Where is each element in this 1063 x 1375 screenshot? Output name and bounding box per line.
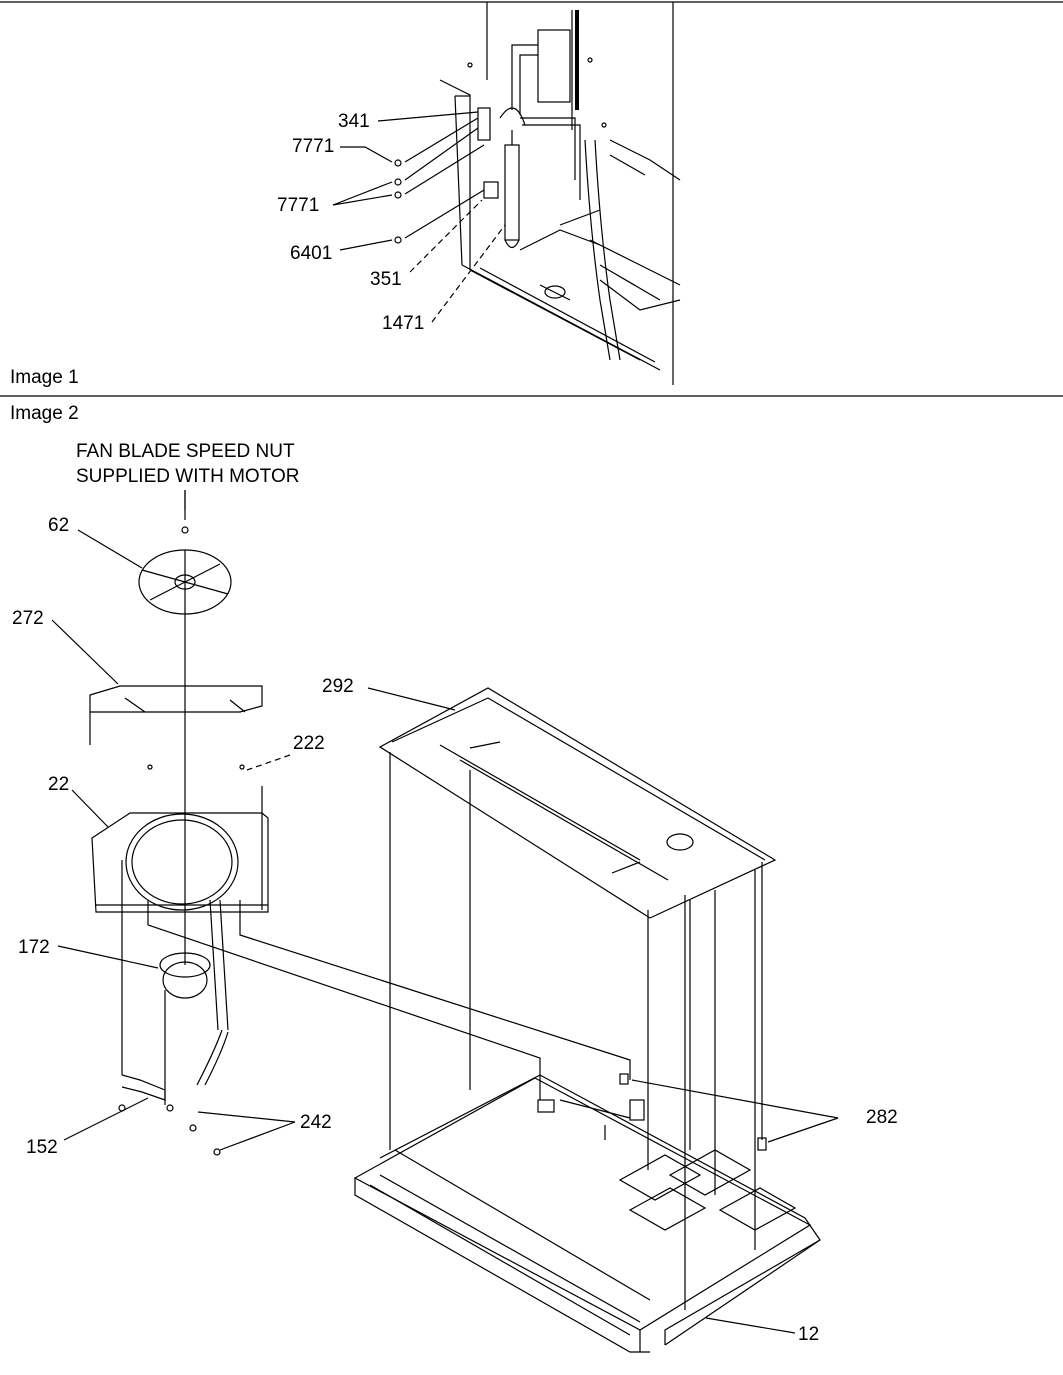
callout-272: 272 [12,608,44,629]
callout-282: 282 [866,1107,898,1128]
image2-caption: Image 2 [10,403,79,424]
callout-1471: 1471 [382,313,425,334]
callout-7771-top: 7771 [292,136,335,157]
callout-292: 292 [322,676,354,697]
callout-172: 172 [18,937,50,958]
callout-22: 22 [48,774,70,795]
image1-drawing [0,1,1063,397]
callout-62: 62 [48,515,70,536]
callout-12: 12 [798,1324,820,1345]
image1-caption: Image 1 [10,367,79,388]
callout-152: 152 [26,1137,58,1158]
callout-7771-pair: 7771 [277,195,320,216]
image2-drawing [51,490,839,1353]
speed-nut-note-line1: FAN BLADE SPEED NUT [76,441,295,462]
callout-351: 351 [370,269,402,290]
speed-nut-note-line2: SUPPLIED WITH MOTOR [76,466,300,487]
callout-6401: 6401 [290,243,333,264]
callout-341: 341 [338,111,370,132]
callout-222: 222 [293,733,325,754]
callout-242: 242 [300,1112,332,1133]
